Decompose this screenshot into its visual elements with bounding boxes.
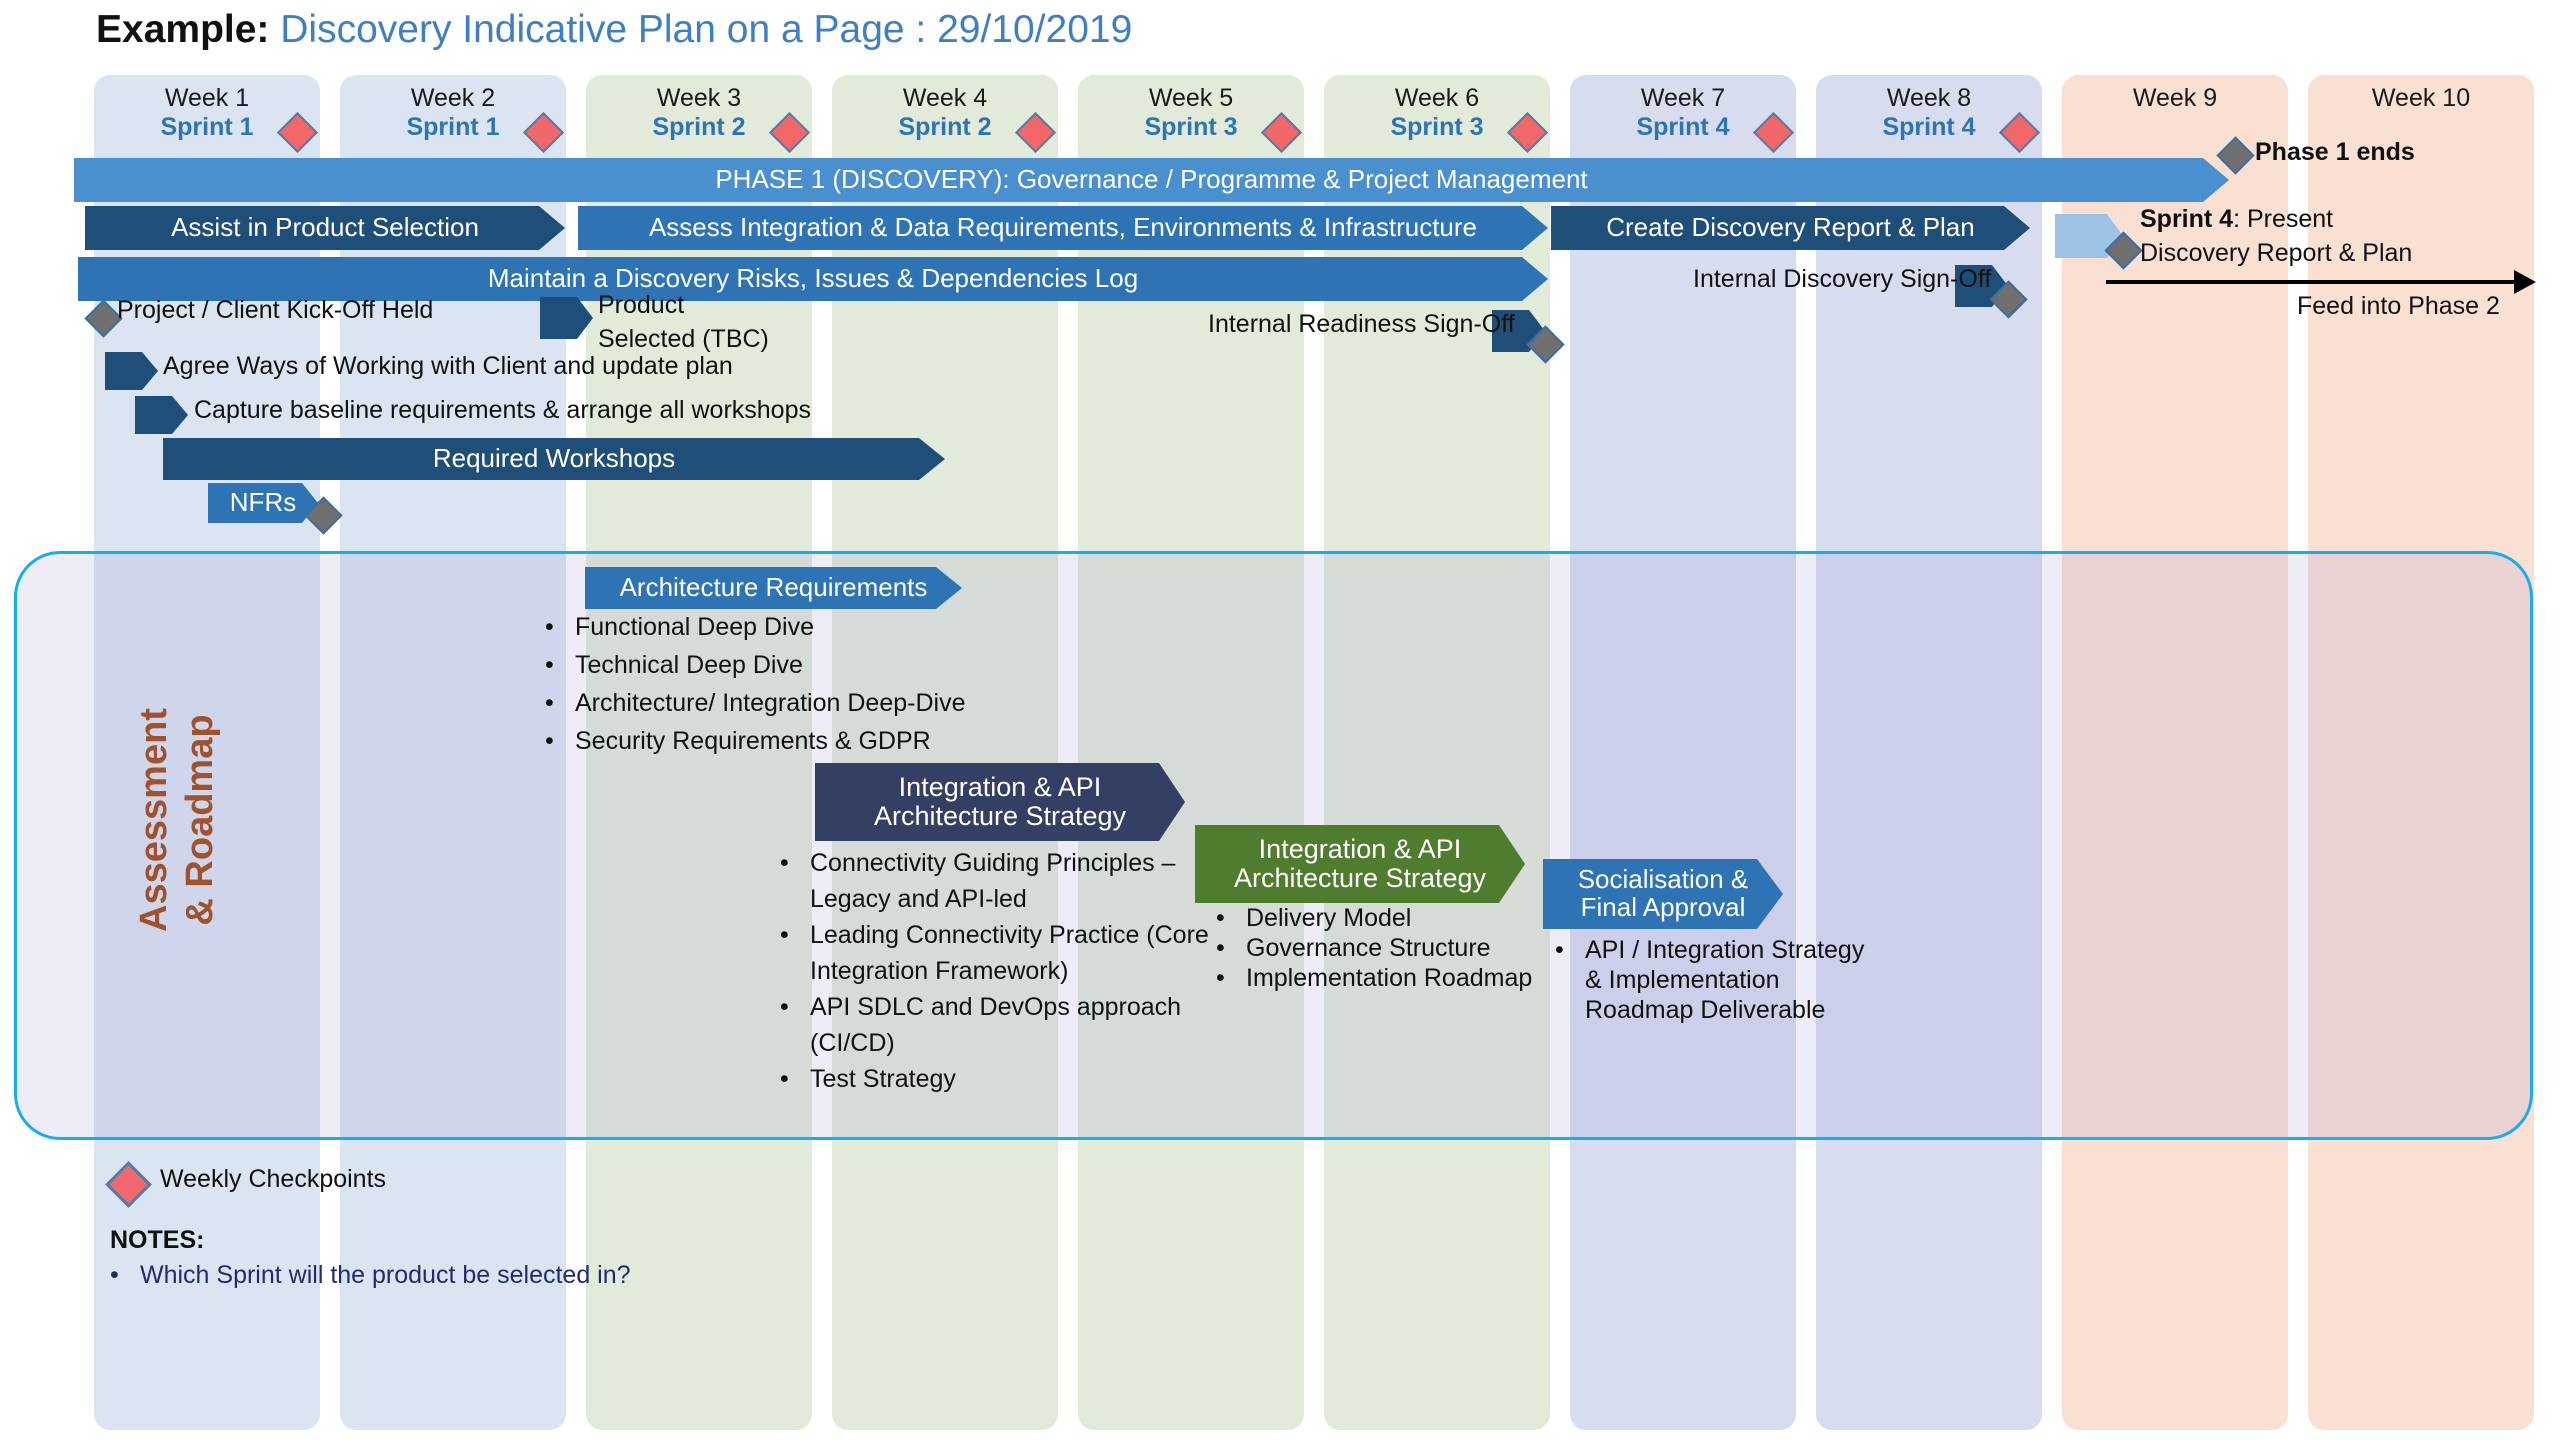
week-column-9 [2062, 75, 2288, 1430]
bar-required-workshops: Required Workshops [163, 438, 945, 480]
page-title-prefix: Example: [96, 8, 270, 51]
page-title: Example: Discovery Indicative Plan on a … [96, 6, 1132, 54]
bullet-dot-icon: • [1555, 936, 1564, 964]
bullet-dot-icon: • [545, 727, 554, 755]
bullet-item: • Delivery Model [1216, 903, 1546, 933]
bullets-integration-api-green: • Delivery Model • Governance Structure • Imp… [1216, 903, 1546, 993]
bullet-text: Connectivity Guiding Principles – Legacy… [810, 849, 1176, 913]
sprint-4-rest: : Present [2233, 205, 2334, 233]
bullet-dot-icon: • [1216, 934, 1225, 962]
bullet-item: • Test Strategy [780, 1061, 1220, 1097]
bar-architecture-requirements: Architecture Requirements [585, 567, 962, 609]
bullet-text: Which Sprint will the product be selecte… [140, 1261, 631, 1289]
bullet-text: Architecture/ Integration Deep-Dive [575, 689, 966, 717]
label-capture-baseline: Capture baseline requirements & arrange … [194, 396, 811, 424]
label-sprint-4-present-line2: Discovery Report & Plan [2140, 239, 2413, 267]
bar-socialisation-final-approval: Socialisation & Final Approval [1543, 859, 1783, 929]
bullet-dot-icon: • [780, 993, 789, 1021]
bar-assist-in-product-selection: Assist in Product Selection [85, 206, 565, 250]
bullet-text: API / Integration Strategy & Implementat… [1585, 936, 1865, 1024]
label-sprint-4-present: Sprint 4: Present [2140, 205, 2333, 234]
bullet-text: API SDLC and DevOps approach (CI/CD) [810, 993, 1182, 1057]
bullet-dot-icon: • [545, 651, 554, 679]
bullet-dot-icon: • [780, 921, 789, 949]
bullet-dot-icon: • [1216, 964, 1225, 992]
bullet-item: • Functional Deep Dive [545, 608, 1065, 646]
bar-create-discovery-report: Create Discovery Report & Plan [1551, 206, 2030, 250]
bullet-text: Functional Deep Dive [575, 613, 815, 641]
bar-integration-api-green: Integration & API Architecture Strategy [1195, 825, 1525, 903]
bar-nfrs: NFRs [208, 483, 318, 523]
bullet-text: Technical Deep Dive [575, 651, 803, 679]
bullet-dot-icon: • [780, 849, 789, 877]
label-internal-discovery-signoff: Internal Discovery Sign-Off [1693, 265, 1992, 293]
bullet-text: Governance Structure [1246, 934, 1491, 962]
bullet-dot-icon: • [780, 1065, 789, 1093]
bar-integration-api-navy: Integration & API Architecture Strategy [815, 763, 1185, 841]
bullets-architecture-requirements: • Functional Deep Dive • Technical Deep Div… [545, 608, 1065, 760]
panel-title-assessment-roadmap: Assessment & Roadmap [131, 650, 223, 990]
label-feed-into-phase-2: Feed into Phase 2 [2297, 292, 2500, 320]
bullet-item: • Implementation Roadmap [1216, 963, 1546, 993]
bullet-item: • API SDLC and DevOps approach (CI/CD) [780, 989, 1220, 1061]
bullet-item: • Which Sprint will the product be select… [110, 1258, 810, 1292]
week-column-7 [1570, 75, 1796, 1430]
bar-assess-integration: Assess Integration & Data Requirements, … [578, 206, 1548, 250]
bullet-text: Delivery Model [1246, 904, 1412, 932]
bullet-text: Implementation Roadmap [1246, 964, 1533, 992]
bullet-item: • Connectivity Guiding Principles – Legac… [780, 845, 1220, 917]
legend-weekly-checkpoints-label: Weekly Checkpoints [160, 1165, 387, 1193]
bullet-item: • Security Requirements & GDPR [545, 722, 1065, 760]
sprint-4-bold: Sprint 4 [2140, 205, 2234, 233]
bar-maintain-risk-log: Maintain a Discovery Risks, Issues & Dep… [78, 257, 1548, 301]
bullets-socialisation: • API / Integration Strategy & Implementa… [1555, 935, 1885, 1025]
notes-heading: NOTES: [110, 1226, 205, 1254]
label-product-selected-line1: Product [598, 291, 685, 319]
label-internal-readiness-signoff: Internal Readiness Sign-Off [1208, 310, 1515, 338]
label-phase-1-ends: Phase 1 ends [2255, 138, 2415, 166]
feed-into-phase-2-line [2106, 280, 2516, 284]
bullet-item: • Architecture/ Integration Deep-Dive [545, 684, 1065, 722]
bullet-dot-icon: • [110, 1261, 119, 1289]
week-column-10 [2308, 75, 2534, 1430]
feed-into-phase-2-arrowhead [2514, 270, 2536, 294]
bullet-text: Test Strategy [810, 1065, 956, 1093]
bar-phase-1: PHASE 1 (DISCOVERY): Governance / Progra… [74, 158, 2229, 202]
bullet-item: • Leading Connectivity Practice (Core Int… [780, 917, 1220, 989]
notes-list: • Which Sprint will the product be select… [110, 1258, 810, 1292]
bullet-dot-icon: • [1216, 904, 1225, 932]
bullet-item: • Technical Deep Dive [545, 646, 1065, 684]
bullet-text: Leading Connectivity Practice (Core Inte… [810, 921, 1209, 985]
label-kickoff: Project / Client Kick-Off Held [117, 296, 434, 324]
page-title-main: Discovery Indicative Plan on a Page : 29… [269, 8, 1133, 51]
panel-title-line2: & Roadmap [179, 714, 221, 926]
label-ways-of-working: Agree Ways of Working with Client and up… [163, 352, 733, 380]
bullet-text: Security Requirements & GDPR [575, 727, 931, 755]
bullets-integration-api-navy: • Connectivity Guiding Principles – Legac… [780, 845, 1220, 1097]
label-product-selected-line2: Selected (TBC) [598, 325, 769, 353]
bullet-dot-icon: • [545, 689, 554, 717]
bullet-item: • Governance Structure [1216, 933, 1546, 963]
bullet-item: • API / Integration Strategy & Implementa… [1555, 935, 1885, 1025]
bullet-dot-icon: • [545, 613, 554, 641]
panel-title-line1: Assessment [133, 708, 175, 932]
